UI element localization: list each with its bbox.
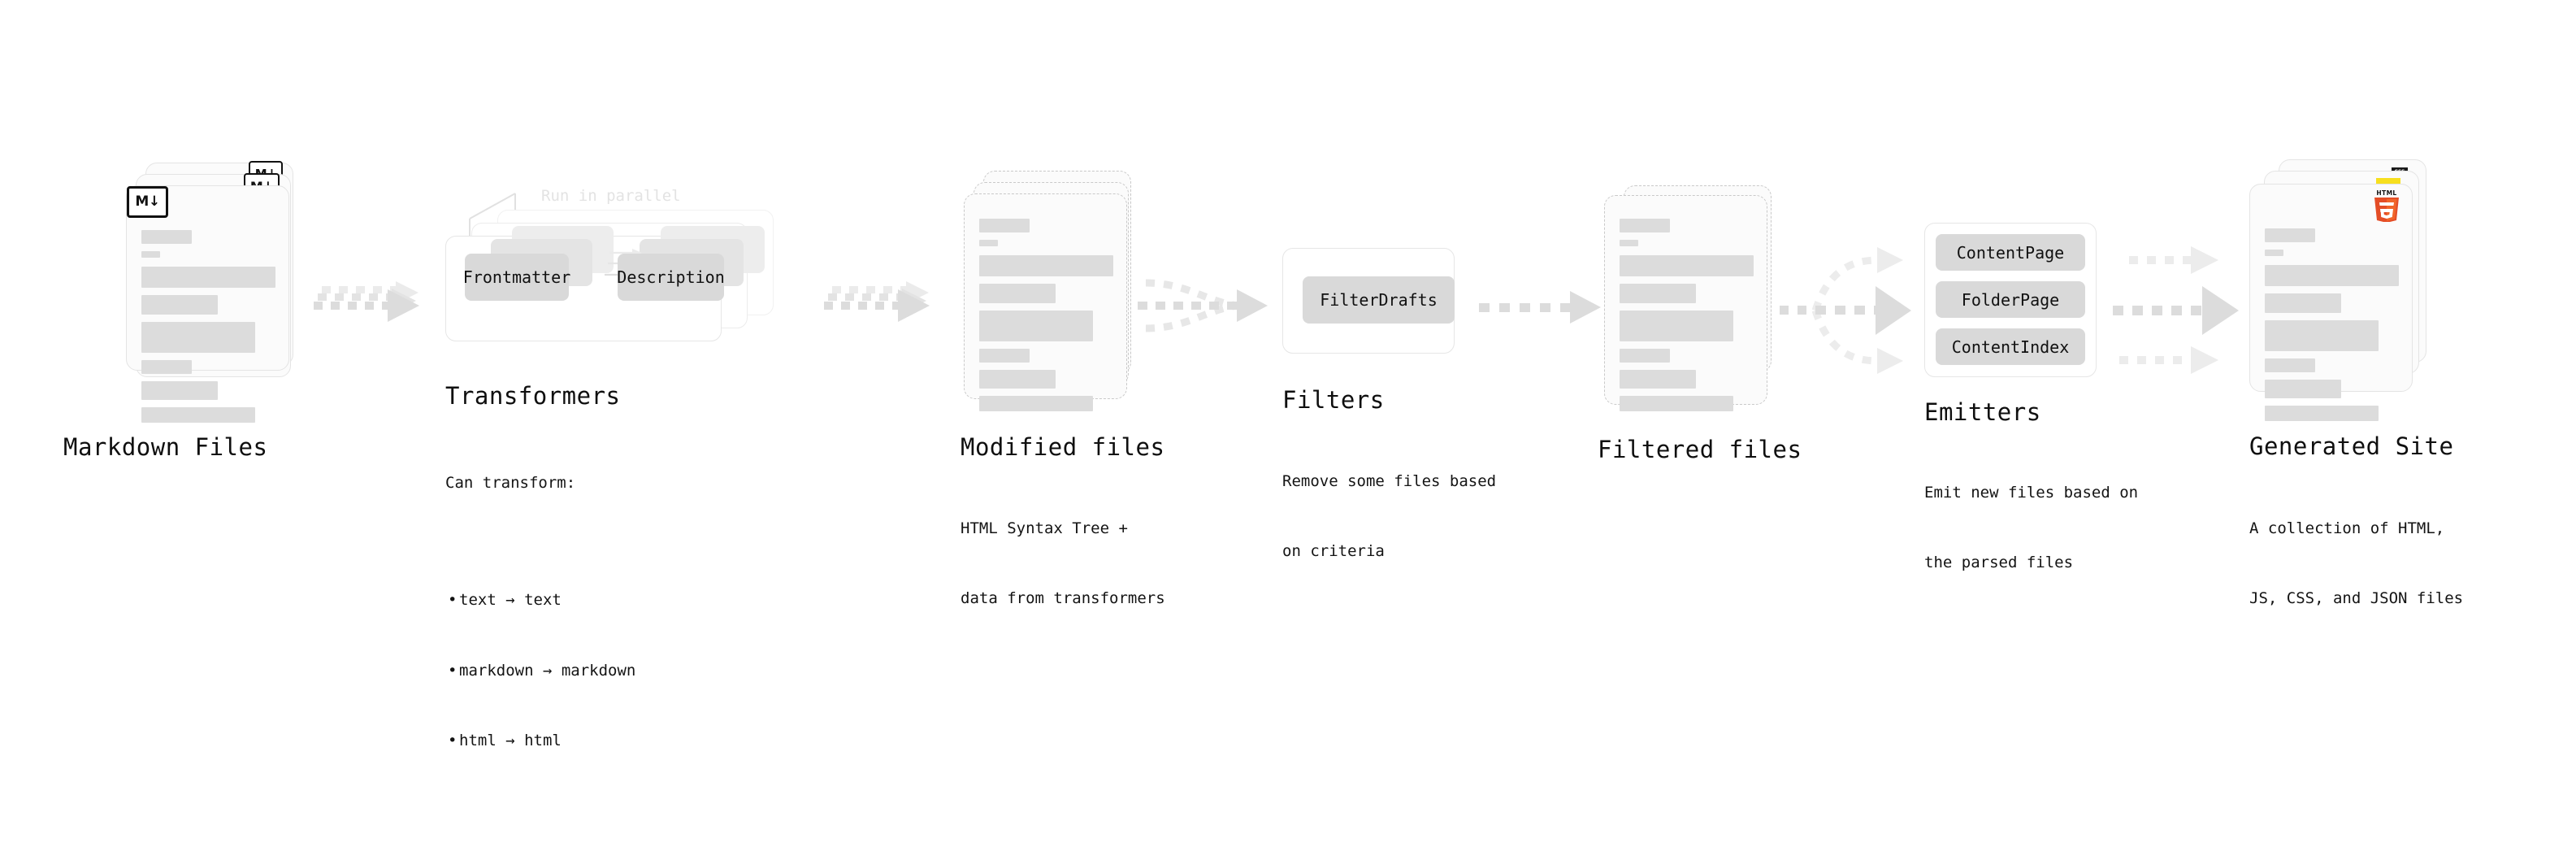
stage-title-filtered-files: Filtered files (1598, 436, 1802, 463)
skeleton-bar (141, 295, 218, 315)
skeleton-bar (979, 396, 1093, 411)
arrow-markdown-to-transformers (314, 281, 419, 322)
markdown-doc-front: M↓ (126, 185, 289, 423)
skeleton-bar (1620, 349, 1670, 363)
caption-line: A collection of HTML, (2249, 519, 2445, 537)
skeleton-bar (141, 230, 192, 244)
skeleton-bar (2265, 358, 2315, 372)
skeleton-bar (1620, 396, 1733, 411)
skeleton-bar (979, 219, 1030, 232)
generated-doc-front: HTML (2249, 184, 2413, 421)
doc-skeleton-lines (979, 219, 1113, 419)
skeleton-bar (979, 370, 1056, 389)
emitter-chip-label: ContentIndex (1951, 337, 2070, 357)
filter-chip-filterdrafts[interactable]: FilterDrafts (1303, 276, 1455, 324)
skeleton-bar (1620, 219, 1670, 232)
skeleton-bar (979, 311, 1093, 341)
stage-title-transformers: Transformers (445, 382, 621, 410)
skeleton-bar (2265, 293, 2341, 313)
transform-kind-item: html → html (445, 729, 635, 753)
doc-skeleton-lines (1620, 219, 1754, 419)
arrow-modified-to-filters (1138, 279, 1268, 332)
caption-line: the parsed files (1924, 554, 2074, 572)
skeleton-bar (2265, 320, 2379, 351)
arrow-filtered-to-emitters (1780, 247, 1911, 374)
generated-site-caption: A collection of HTML, JS, CSS, and JSON … (2249, 470, 2463, 658)
filtered-doc-front (1604, 195, 1767, 411)
skeleton-bar (979, 284, 1056, 303)
emitters-caption: Emit new files based on the parsed files (1924, 434, 2138, 622)
caption-line: HTML Syntax Tree + (961, 519, 1128, 537)
transformer-chip-frontmatter[interactable]: Frontmatter (462, 254, 571, 301)
stage-title-markdown-files: Markdown Files (63, 433, 268, 461)
caption-line: on criteria (1282, 542, 1385, 561)
caption-intro: Can transform: (445, 473, 576, 492)
skeleton-bar (1620, 370, 1696, 389)
emitter-chip-label: FolderPage (1961, 289, 2060, 310)
doc-skeleton-lines (2265, 228, 2399, 428)
skeleton-bar (141, 251, 160, 258)
stage-title-emitters: Emitters (1924, 398, 2041, 426)
skeleton-bar (141, 407, 255, 423)
stage-generated-site: CSS JS HTML (2249, 159, 2463, 607)
transform-kinds-list: text → text markdown → markdown html → h… (445, 541, 635, 800)
markdown-icon: M↓ (127, 186, 168, 218)
svg-text:HTML: HTML (2376, 189, 2396, 197)
filters-caption: Remove some files based on criteria (1282, 423, 1496, 610)
filter-chip-label: FilterDrafts (1320, 290, 1438, 310)
skeleton-bar (2265, 406, 2379, 421)
skeleton-bar (141, 322, 255, 353)
skeleton-bar (1620, 255, 1754, 276)
skeleton-bar (1620, 311, 1733, 341)
run-in-parallel-label: Run in parallel (541, 187, 681, 205)
skeleton-bar (141, 381, 218, 400)
skeleton-bar (979, 255, 1113, 276)
doc-skeleton-lines (141, 230, 275, 430)
transformers-caption: Can transform: text → text markdown → ma… (445, 424, 635, 847)
emitter-chip-label: ContentPage (1956, 242, 2065, 263)
transformer-chip-description[interactable]: Description (617, 254, 725, 301)
stage-filtered-files: Filtered files (1598, 185, 1802, 463)
arrow-filters-to-filtered (1479, 291, 1601, 324)
skeleton-bar (1620, 284, 1696, 303)
stage-title-generated-site: Generated Site (2249, 432, 2454, 460)
transform-kind-item: markdown → markdown (445, 659, 635, 683)
stage-title-filters: Filters (1282, 386, 1385, 414)
caption-line: data from transformers (961, 589, 1165, 608)
skeleton-bar (2265, 265, 2399, 286)
caption-line: Remove some files based (1282, 471, 1497, 490)
arrow-emitters-to-site (2113, 246, 2239, 374)
transformer-chip-label: Frontmatter (462, 267, 571, 287)
modified-doc-stack (964, 171, 1138, 431)
skeleton-bar (2265, 250, 2283, 256)
skeleton-bar (979, 240, 998, 246)
arrow-transformers-to-modified (824, 281, 930, 322)
filtered-doc-stack (1604, 185, 1779, 429)
stage-title-modified-files: Modified files (961, 433, 1165, 461)
skeleton-bar (2265, 380, 2341, 398)
markdown-doc-stack: M↓ M↓ M↓ (126, 161, 301, 423)
transform-kind-item: text → text (445, 589, 635, 612)
modified-doc-front (964, 193, 1127, 411)
caption-line: JS, CSS, and JSON files (2249, 589, 2464, 608)
skeleton-bar (141, 267, 275, 288)
stage-markdown-files: M↓ M↓ M↓ Markdown F (63, 161, 301, 460)
html5-icon: HTML (2371, 188, 2402, 223)
modified-files-caption: HTML Syntax Tree + data from transformer… (961, 470, 1165, 658)
skeleton-bar (141, 360, 192, 374)
generated-doc-stack: CSS JS HTML (2249, 159, 2426, 428)
transformer-chip-label: Description (617, 267, 725, 287)
caption-line: Emit new files based on (1924, 483, 2139, 502)
skeleton-bar (1620, 240, 1638, 246)
stage-modified-files: Modified files HTML Syntax Tree + data f… (961, 171, 1165, 607)
emitter-chip-contentindex[interactable]: ContentIndex (1936, 328, 2085, 365)
skeleton-bar (979, 349, 1030, 363)
skeleton-bar (2265, 228, 2315, 242)
emitter-chip-folderpage[interactable]: FolderPage (1936, 281, 2085, 318)
emitter-chip-contentpage[interactable]: ContentPage (1936, 234, 2085, 271)
pipeline-diagram: M↓ M↓ M↓ Markdown F (0, 0, 2576, 681)
